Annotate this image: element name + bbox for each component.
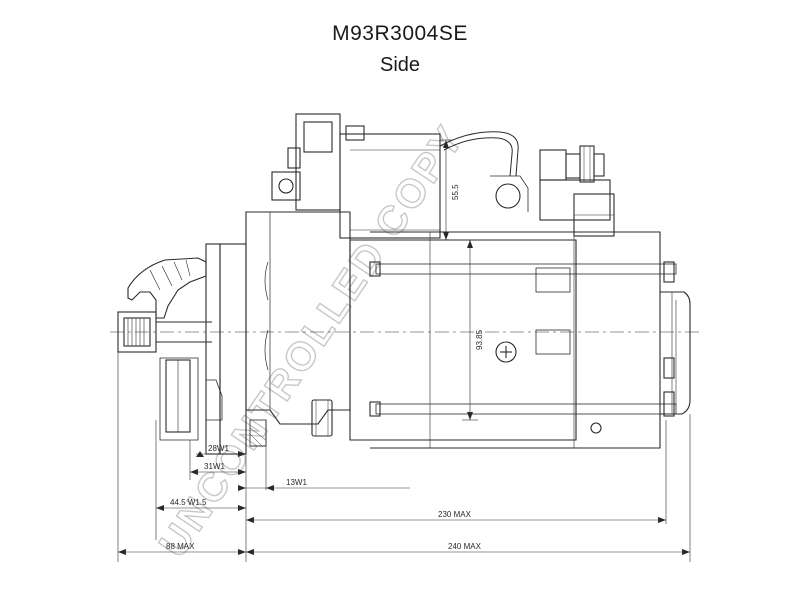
dim-88-max: 88 MAX bbox=[166, 542, 195, 551]
solenoid bbox=[271, 113, 615, 239]
dimension-arrows bbox=[118, 140, 690, 555]
dim-240-max: 240 MAX bbox=[448, 542, 482, 551]
end-cap bbox=[660, 291, 691, 415]
dim-230-max: 230 MAX bbox=[438, 510, 472, 519]
dim-28w1: 28W1 bbox=[208, 444, 229, 453]
dim-31w1: 31W1 bbox=[204, 462, 225, 471]
dim-44-5: 44.5 W1.5 bbox=[170, 498, 207, 507]
drawing-title: M93R3004SE bbox=[332, 22, 468, 45]
pinion-nose bbox=[117, 257, 212, 441]
view-label: Side bbox=[379, 54, 421, 76]
dim-93-85: 93.85 bbox=[475, 329, 484, 350]
dim-13w1: 13W1 bbox=[286, 478, 307, 487]
dimension-labels: 28W1 31W1 13W1 44.5 W1.5 230 MAX 88 MAX … bbox=[166, 184, 484, 551]
dim-55-5: 55.5 bbox=[451, 184, 460, 200]
motor-outline bbox=[110, 113, 700, 455]
motor-body bbox=[349, 231, 677, 449]
